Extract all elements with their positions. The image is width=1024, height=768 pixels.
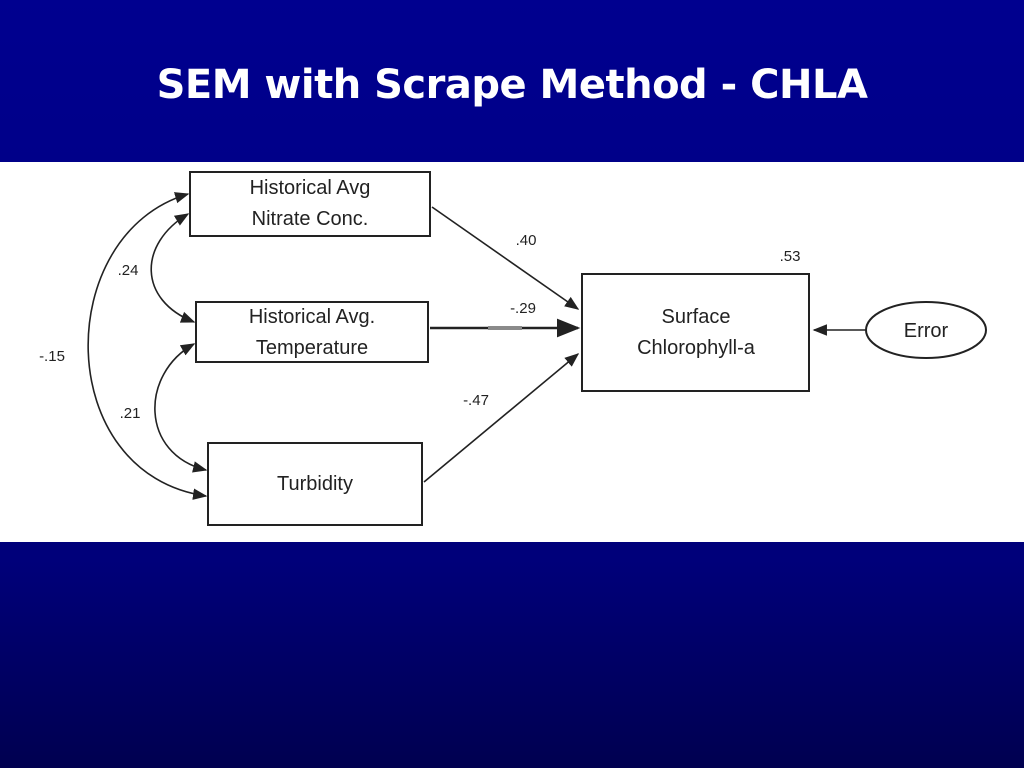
corr-nitrate-turbidity-coef: -.15 (39, 348, 65, 365)
node-temperature-line1: Historical Avg. (249, 306, 375, 328)
node-nitrate-line2: Nitrate Conc. (252, 208, 369, 230)
path-turbidity-to-chla (423, 353, 580, 483)
slide-title: SEM with Scrape Method - CHLA (156, 62, 868, 108)
corr-temperature-turbidity-coef: .21 (120, 405, 141, 422)
node-turbidity: Turbidity (207, 442, 423, 526)
node-nitrate: Historical Avg Nitrate Conc. (189, 171, 431, 237)
corr-nitrate-temperature-coef: .24 (118, 262, 139, 279)
sem-diagram-panel: Historical Avg Nitrate Conc. Historical … (0, 162, 1024, 542)
r-squared-label: .53 (780, 248, 801, 265)
path-nitrate-coef: .40 (516, 232, 537, 249)
path-nitrate-to-chla (431, 206, 580, 310)
node-chlorophyll: Surface Chlorophyll-a .53 (581, 248, 810, 392)
sem-path-diagram: Historical Avg Nitrate Conc. Historical … (30, 171, 987, 526)
path-temperature-coef: -.29 (510, 300, 536, 317)
corr-nitrate-temperature (150, 213, 196, 323)
node-nitrate-line1: Historical Avg (250, 177, 371, 199)
node-temperature: Historical Avg. Temperature (195, 301, 429, 363)
node-chlorophyll-line1: Surface (662, 306, 731, 328)
corr-nitrate-turbidity-label-bg (30, 345, 70, 367)
corr-nitrate-turbidity (87, 192, 208, 500)
node-temperature-line2: Temperature (256, 337, 368, 359)
path-turbidity-coef: -.47 (463, 392, 489, 409)
node-turbidity-label: Turbidity (277, 473, 353, 495)
node-error-label: Error (904, 320, 949, 342)
node-error: Error (865, 301, 987, 359)
node-chlorophyll-line2: Chlorophyll-a (637, 337, 756, 359)
